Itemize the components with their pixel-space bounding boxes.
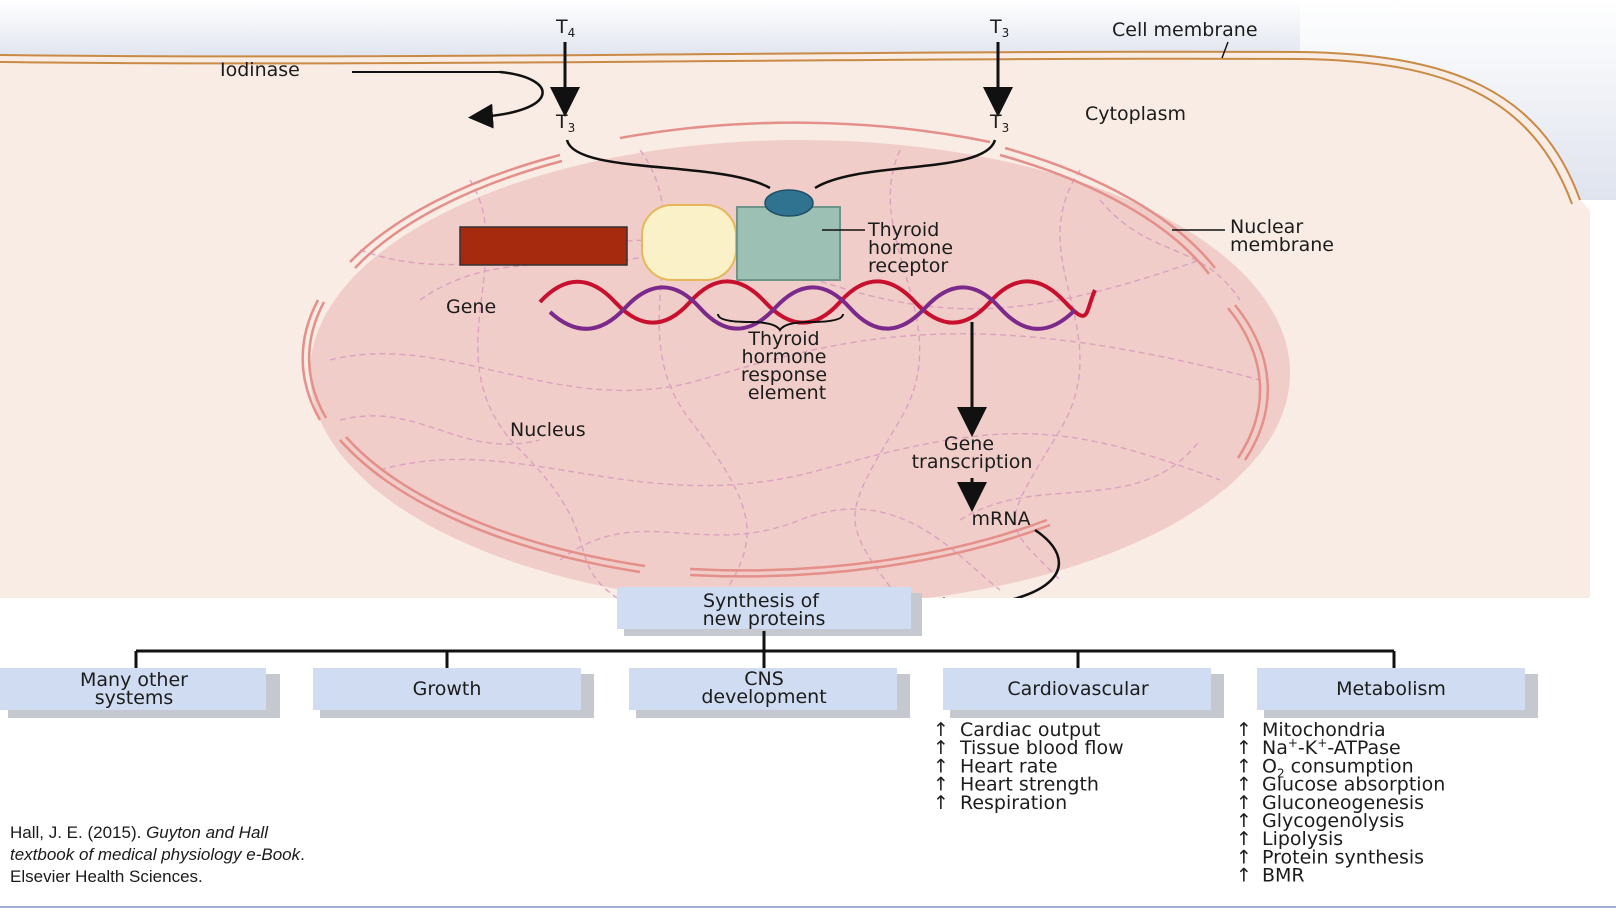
metabolism-effect-item: Lipolysis xyxy=(1262,828,1343,850)
t4-label: T4 xyxy=(555,16,575,40)
increase-arrow-icon: ↑ xyxy=(933,737,949,759)
metabolism-effect-item: Glycogenolysis xyxy=(1262,810,1404,832)
increase-arrow-icon: ↑ xyxy=(1236,774,1252,796)
increase-arrow-icon: ↑ xyxy=(933,774,949,796)
cell-membrane xyxy=(0,50,1581,201)
t3-converted-label: T3 xyxy=(555,111,575,135)
effect-box-metabolism: Metabolism xyxy=(1257,668,1538,718)
svg-text:Cardiovascular: Cardiovascular xyxy=(1007,678,1149,700)
t3-ligand xyxy=(764,189,814,217)
metabolism-effect-item: Protein synthesis xyxy=(1262,846,1424,868)
increase-arrow-icon: ↑ xyxy=(933,792,949,814)
effect-box-growth: Growth xyxy=(313,668,594,718)
cardiovascular-effect-item: Cardiac output xyxy=(960,719,1101,741)
citation-publisher: . Elsevier Health Sciences. xyxy=(10,845,305,886)
iodinase-label: Iodinase xyxy=(220,59,300,81)
increase-arrow-icon: ↑ xyxy=(1236,828,1252,850)
cardiovascular-effect-item: Heart strength xyxy=(960,774,1099,796)
citation-title: Guyton and Hall textbook of medical phys… xyxy=(10,823,301,864)
effect-box-cardiovascular: Cardiovascular xyxy=(943,668,1224,718)
mrna-label: mRNA xyxy=(972,508,1031,530)
increase-arrow-icon: ↑ xyxy=(1236,810,1252,832)
thyroid-hormone-receptor xyxy=(736,206,841,281)
metabolism-effect-item: Na+-K+-ATPase xyxy=(1262,736,1401,759)
metabolism-effect-item: BMR xyxy=(1262,865,1305,887)
t3-path-left xyxy=(565,139,771,190)
effects-connector xyxy=(134,631,1396,670)
coactivator xyxy=(641,204,737,281)
gene-label: Gene xyxy=(446,296,496,318)
metabolism-effects-list: ↑ Mitochondria ↑ Na+-K+-ATPase ↑ O2 consumpti… xyxy=(1236,719,1445,887)
gene-transcription-label: Gene transcription xyxy=(912,433,1033,473)
svg-text:Metabolism: Metabolism xyxy=(1336,678,1446,700)
synthesis-box-label: Synthesis of new proteins xyxy=(703,590,826,630)
citation: Hall, J. E. (2015). Guyton and Hall text… xyxy=(10,822,330,888)
increase-arrow-icon: ↑ xyxy=(1236,737,1252,759)
metabolism-effect-item: Gluconeogenesis xyxy=(1262,792,1424,814)
nuclear-membrane xyxy=(301,121,1270,578)
receptor-label: Thyroid hormone receptor xyxy=(867,219,959,277)
cell-membrane-label: Cell membrane xyxy=(1112,19,1258,41)
dna-strand-purple xyxy=(548,285,1077,331)
t3-extracellular-label: T3 xyxy=(989,16,1009,40)
response-element-label: Thyroid hormone response element xyxy=(741,328,833,404)
chromatin xyxy=(329,149,1261,601)
nuclear-membrane-label: Nuclear membrane xyxy=(1230,216,1334,256)
bottom-rule xyxy=(0,906,1616,908)
extracellular-corner xyxy=(1300,0,1616,200)
iodinase-arrow xyxy=(468,70,544,129)
dna-strand-red xyxy=(538,279,1097,325)
cytoplasm-label: Cytoplasm xyxy=(1085,103,1186,125)
increase-arrow-icon: ↑ xyxy=(933,719,949,741)
increase-arrow-icon: ↑ xyxy=(1236,792,1252,814)
metabolism-effect-item: O2 consumption xyxy=(1262,755,1414,780)
response-element-brace xyxy=(717,313,844,332)
cell-membrane-leader xyxy=(1221,41,1229,59)
metabolism-effect-item: Glucose absorption xyxy=(1262,774,1445,796)
t3-path-right xyxy=(814,139,997,190)
increase-arrow-icon: ↑ xyxy=(933,755,949,777)
t3-cytoplasm-label: T3 xyxy=(989,111,1009,135)
cardiovascular-effect-item: Tissue blood flow xyxy=(959,737,1124,759)
cardiovascular-effect-item: Respiration xyxy=(960,792,1067,814)
metabolism-effect-item: Mitochondria xyxy=(1262,719,1386,741)
increase-arrow-icon: ↑ xyxy=(1236,846,1252,868)
cardiovascular-effect-item: Heart rate xyxy=(960,755,1058,777)
increase-arrow-icon: ↑ xyxy=(1236,755,1252,777)
svg-text:Growth: Growth xyxy=(413,678,482,700)
cardiovascular-effects-list: ↑ Cardiac output ↑ Tissue blood flow ↑ Heart … xyxy=(933,719,1124,814)
dna-binding-block xyxy=(459,226,628,266)
nucleus-label: Nucleus xyxy=(510,419,586,441)
increase-arrow-icon: ↑ xyxy=(1236,865,1252,887)
synthesis-box xyxy=(617,587,911,629)
citation-author: Hall, J. E. (2015). xyxy=(10,823,147,842)
increase-arrow-icon: ↑ xyxy=(1236,719,1252,741)
cell-membrane-inner xyxy=(0,57,1573,205)
